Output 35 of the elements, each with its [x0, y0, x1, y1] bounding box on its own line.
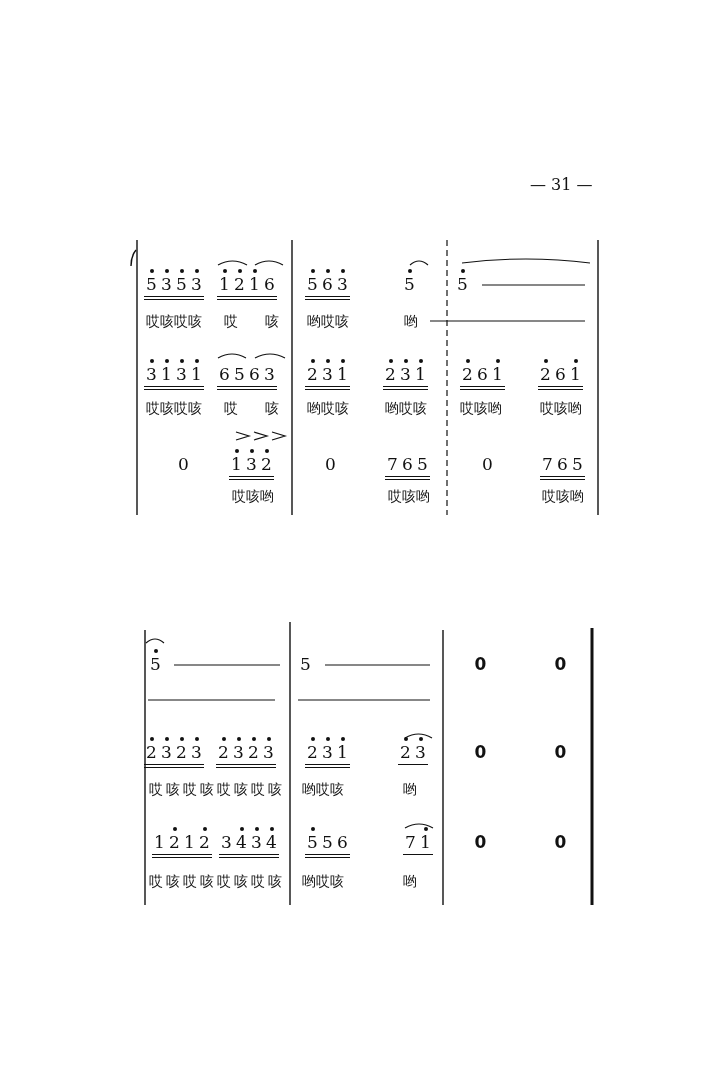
lyric: 哟哎咳 [307, 314, 349, 328]
note: 5 [148, 648, 163, 676]
lyric: 哟哎咳 [307, 401, 349, 415]
note: 0 [177, 453, 190, 476]
lyric: 哎咳哎咳哎咳哎咳 [149, 874, 285, 888]
lyric: 哟哎咳 [385, 401, 427, 415]
lyric: 哎 [224, 314, 238, 328]
lyric: 哎咳哟 [540, 401, 582, 415]
lyric: 哎咳哟 [542, 489, 584, 503]
note: 5 [455, 268, 470, 296]
lyric: 哎咳哟 [460, 401, 502, 415]
lyric: 哟 [403, 874, 417, 888]
lyric: 哎咳哎咳哎咳哎咳 [149, 782, 285, 796]
lyric: 哎咳哎咳 [146, 401, 202, 415]
page-number: — 31 — [530, 177, 593, 193]
lyric: 哎咳哟 [388, 489, 430, 503]
lyric: 咳 [265, 314, 279, 328]
lyric: 哎咳哟 [232, 489, 274, 503]
lyric: 哎咳哎咳 [146, 314, 202, 328]
rest: 0 [553, 653, 568, 676]
note: 0 [481, 453, 494, 476]
lyric: 哟哎咳 [302, 874, 344, 888]
rest: 0 [473, 741, 488, 764]
lyric: 哟 [404, 314, 418, 328]
note: 0 [324, 453, 337, 476]
note: 5 [299, 653, 312, 676]
rest: 0 [553, 741, 568, 764]
rest: 0 [473, 831, 488, 854]
lyric: 哎 [224, 401, 238, 415]
lyric: 哟哎咳 [302, 782, 344, 796]
lyric: 哟 [403, 782, 417, 796]
lyric: 咳 [265, 401, 279, 415]
rest: 0 [473, 653, 488, 676]
note: 5 [402, 268, 417, 296]
rest: 0 [553, 831, 568, 854]
